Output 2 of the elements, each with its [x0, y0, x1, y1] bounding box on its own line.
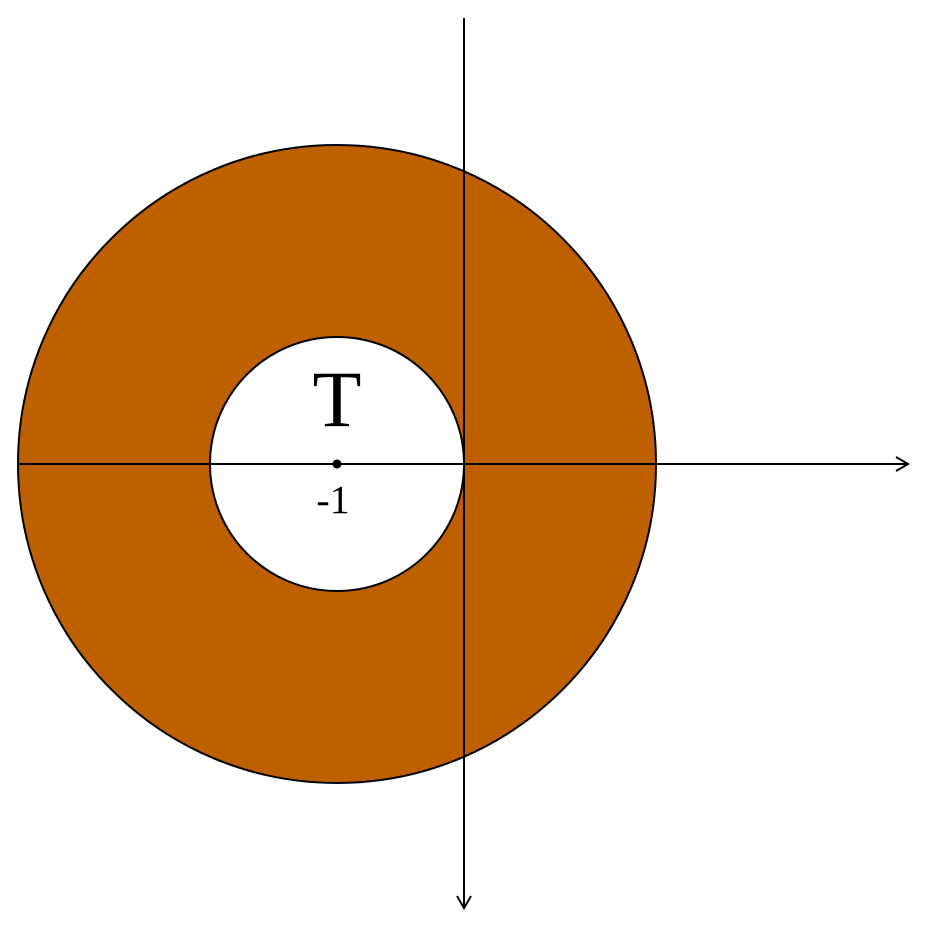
point-label: -1 [318, 486, 348, 514]
point-label: T [314, 374, 360, 426]
